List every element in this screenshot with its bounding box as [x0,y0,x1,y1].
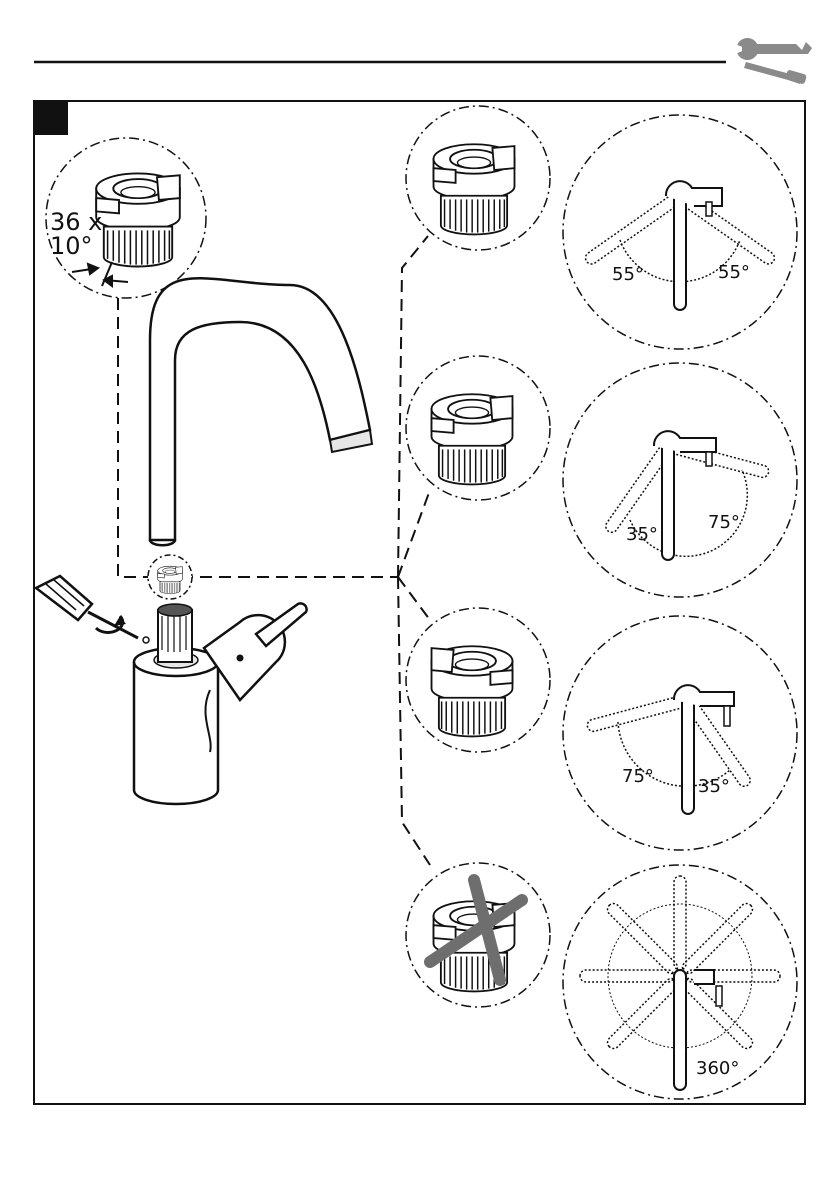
left-angle-label: 75° [622,766,654,787]
rotation-option-1: 55° 55° [563,115,797,349]
ring-option-1 [406,106,550,250]
screwdriver-icon [36,576,149,643]
left-angle-label: 55° [612,264,644,285]
right-angle-label: 55° [718,262,750,283]
ring-callout [148,555,192,599]
spout [150,278,372,545]
branch-leaders [398,236,430,865]
rotation-option-3: 75° 35° [563,616,797,850]
ring-option-4-crossed [406,863,550,1007]
step-marker [34,101,68,135]
angle-step-label: 10° [50,232,93,260]
faucet-body [134,603,307,804]
left-angle-label: 35° [626,524,658,545]
rotation-option-2: 35° 75° [563,363,797,597]
rotation-option-4: 360° [563,865,797,1099]
ring-option-2 [406,356,550,500]
wrench-screwdriver-icon [740,41,812,85]
ring-option-3 [406,608,550,752]
detail-circle: 36 x 10° [46,138,206,298]
full-rotation-label: 360° [696,1058,739,1079]
right-angle-label: 75° [708,512,740,533]
right-angle-label: 35° [698,776,730,797]
